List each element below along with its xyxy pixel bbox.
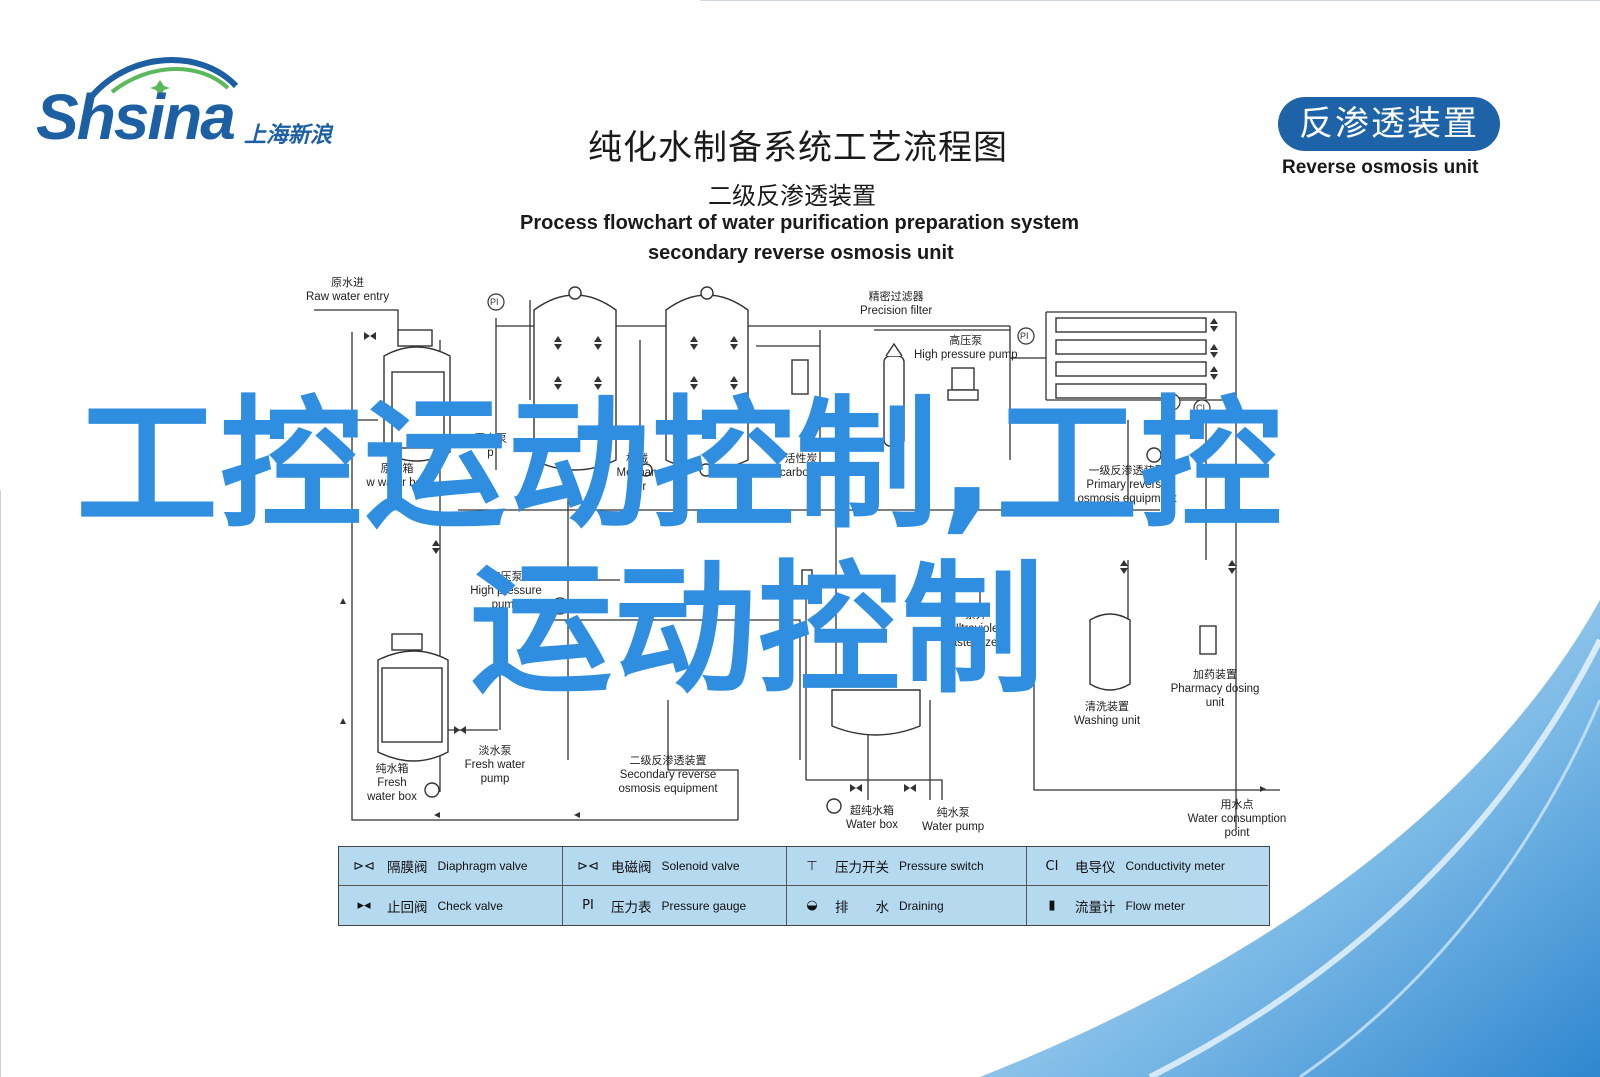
legend-item-pressure-gauge: PI 压力表 Pressure gauge [563,886,787,925]
page-title-en: Process flowchart of water purification … [520,212,1080,234]
legend-item-draining: ◒ 排 水 Draining [787,886,1027,925]
page-subtitle-en: secondary reverse osmosis unit [648,242,954,264]
brand-logo-cn: 上海新浪 [244,123,333,148]
svg-text:PI: PI [1020,331,1029,341]
ro-badge-en: Reverse osmosis unit [1282,157,1479,178]
svg-text:PI: PI [490,297,499,307]
flow-meter-icon: ▮ [1048,898,1056,913]
legend-item-conductivity-meter: CI 电导仪 Conductivity meter [1027,847,1268,886]
svg-text:CI: CI [1196,403,1205,413]
legend-item-check-valve: ▸◂ 止回阀 Check valve [339,886,563,925]
draining-icon: ◒ [806,898,818,913]
check-valve-icon: ▸◂ [357,898,371,913]
pressure-gauge-icon: PI [582,898,594,913]
legend-item-diaphragm-valve: ⊳⊲ 隔膜阀 Diaphragm valve [339,847,563,886]
legend-item-pressure-switch: ⊤ 压力开关 Pressure switch [787,847,1027,886]
diaphragm-valve-icon: ⊳⊲ [353,858,375,874]
svg-text:PI: PI [1166,397,1175,407]
page-title-cn: 纯化水制备系统工艺流程图 [588,128,1008,168]
brand-logo: Shsina [36,81,236,153]
legend-table: ⊳⊲ 隔膜阀 Diaphragm valve ⊳⊲ 电磁阀 Solenoid v… [338,846,1270,926]
ro-badge: 反渗透装置 [1278,97,1500,151]
wave-decoration [980,600,1600,1077]
legend-item-solenoid-valve: ⊳⊲ 电磁阀 Solenoid valve [563,847,787,886]
page-subtitle-cn: 二级反渗透装置 [708,182,876,210]
overlay-text-line2: 运动控制 [470,548,1046,713]
overlay-text-line1: 工控运动控制,工控 [76,383,1284,548]
pressure-switch-icon: ⊤ [806,858,818,874]
solenoid-valve-icon: ⊳⊲ [577,858,599,874]
conductivity-meter-icon: CI [1045,858,1059,874]
legend-item-flow-meter: ▮ 流量计 Flow meter [1027,886,1268,925]
